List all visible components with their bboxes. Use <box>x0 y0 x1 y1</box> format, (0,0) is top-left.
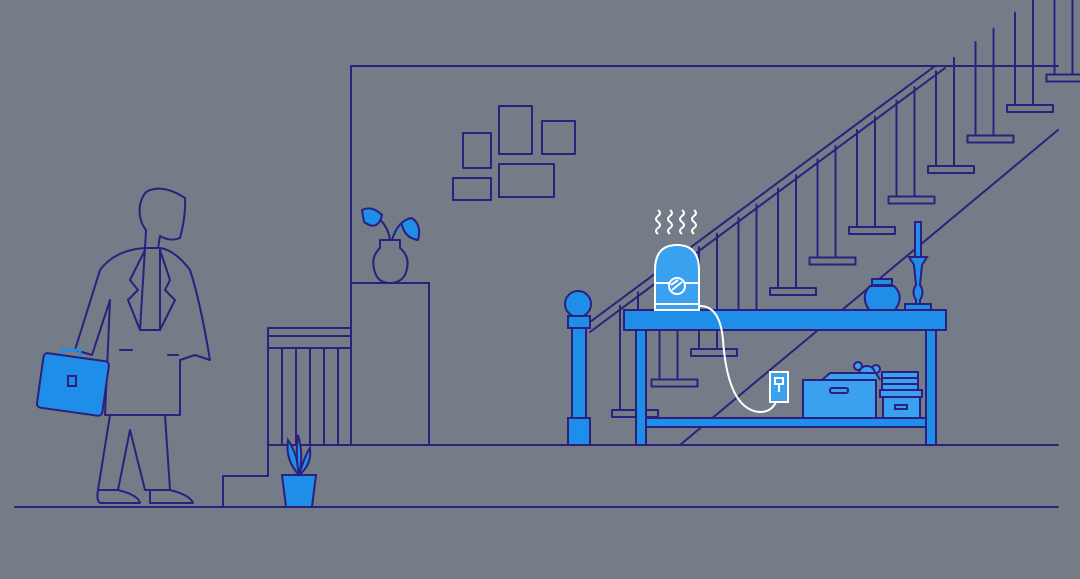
stair-tread <box>808 256 857 266</box>
vase-plant <box>361 207 421 284</box>
handrail <box>589 65 936 323</box>
wall-outline <box>350 65 1059 446</box>
stair-steps <box>611 0 1080 418</box>
man-with-briefcase <box>74 187 211 504</box>
vase-icon <box>863 278 901 311</box>
briefcase-icon <box>35 348 110 417</box>
power-outlet-icon <box>769 371 789 403</box>
console-table <box>623 309 947 446</box>
pedestal <box>350 282 430 446</box>
newel-post <box>564 290 592 446</box>
power-cord <box>699 305 779 414</box>
stair-tread <box>848 226 896 235</box>
stair-tread <box>966 134 1015 144</box>
side-railing <box>267 327 352 446</box>
stair-tread <box>1006 104 1054 113</box>
humidifier-icon <box>654 209 779 414</box>
floor-plant-icon <box>280 434 318 508</box>
stair-tread <box>769 287 817 296</box>
storage-box-icon <box>802 361 923 419</box>
steam-icon <box>655 209 697 235</box>
stair-tread <box>1045 73 1080 83</box>
stair-tread <box>690 348 738 357</box>
stair-tread <box>927 165 975 174</box>
stair-tread <box>887 195 936 205</box>
handrail-lower <box>589 67 946 333</box>
stair-tread <box>650 378 699 388</box>
candlestick-icon <box>904 221 932 311</box>
picture-frames <box>452 105 576 201</box>
